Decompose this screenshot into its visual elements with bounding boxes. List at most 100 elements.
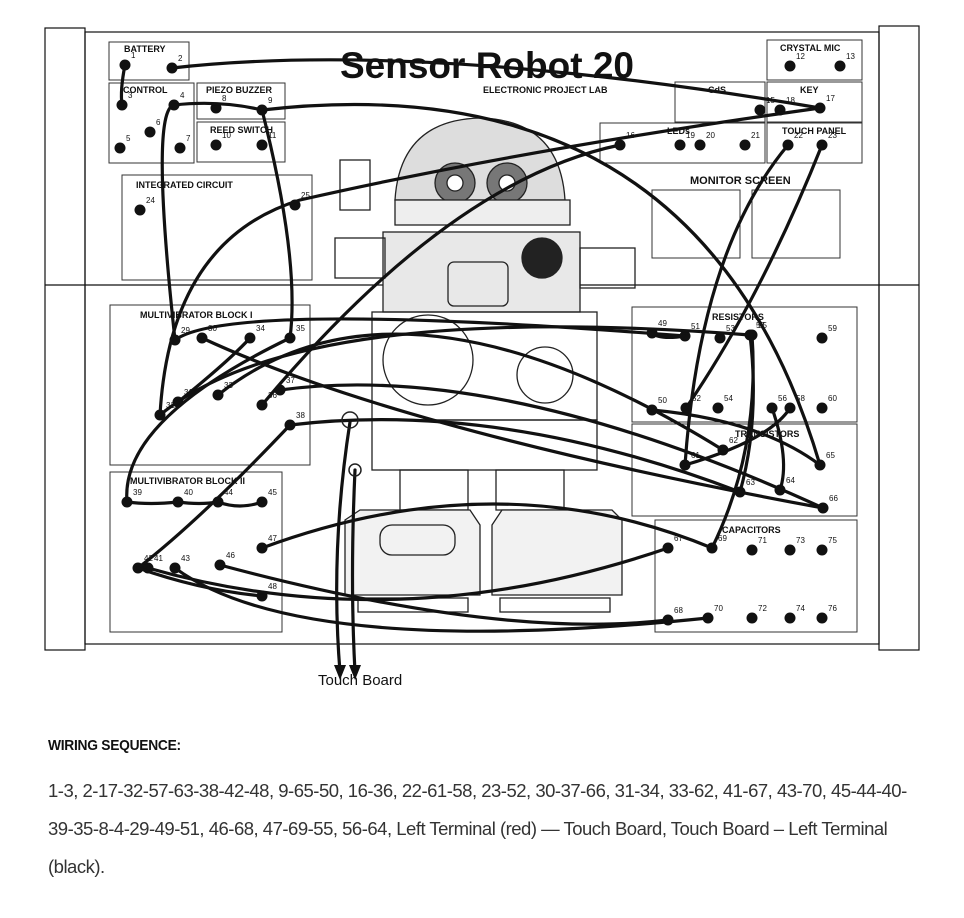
terminal-12 <box>784 60 796 72</box>
terminal-number-43: 43 <box>181 554 190 563</box>
robot-illustration <box>334 117 636 613</box>
wire <box>260 333 755 551</box>
terminal-number-67: 67 <box>674 534 683 543</box>
terminal-10 <box>210 139 222 151</box>
terminal-number-60: 60 <box>828 394 837 403</box>
terminal-5 <box>114 142 126 154</box>
terminal-15 <box>754 104 766 116</box>
wire <box>260 143 622 407</box>
piezo-label: PIEZO BUZZER <box>206 85 273 95</box>
terminal-number-64: 64 <box>786 476 795 485</box>
terminal-number-38: 38 <box>296 411 305 420</box>
terminal-number-71: 71 <box>758 536 767 545</box>
terminal-number-9: 9 <box>268 96 273 105</box>
terminal-13 <box>834 60 846 72</box>
wire <box>173 566 710 633</box>
touch-board-arrows <box>334 665 361 680</box>
wire <box>218 563 670 626</box>
wire <box>216 332 725 452</box>
wire <box>350 468 357 674</box>
terminal-number-13: 13 <box>846 52 855 61</box>
terminal-number-21: 21 <box>751 131 760 140</box>
terminal-number-48: 48 <box>268 582 277 591</box>
socket <box>348 463 362 477</box>
terminal-number-45: 45 <box>268 488 277 497</box>
terminal-number-47: 47 <box>268 534 277 543</box>
terminal-number-56: 56 <box>778 394 787 403</box>
terminal-number-1: 1 <box>131 51 136 60</box>
terminal-number-36: 36 <box>268 391 277 400</box>
arrow-head <box>349 665 361 680</box>
wire <box>770 406 786 492</box>
terminal-72 <box>746 612 758 624</box>
terminal-number-53: 53 <box>726 324 735 333</box>
terminal-number-6: 6 <box>156 118 161 127</box>
terminal-number-62: 62 <box>729 436 738 445</box>
terminal-76 <box>816 612 828 624</box>
terminal-number-2: 2 <box>178 54 183 63</box>
terminal-number-4: 4 <box>180 91 185 100</box>
terminal-number-11: 11 <box>268 131 277 140</box>
terminal-number-41: 41 <box>154 554 163 563</box>
terminal-71 <box>746 544 758 556</box>
terminal-number-20: 20 <box>706 131 715 140</box>
terminal-number-37: 37 <box>286 376 295 385</box>
terminal-number-58: 58 <box>796 394 805 403</box>
leds-label: LEDs <box>667 126 690 136</box>
terminal-number-22: 22 <box>794 131 803 140</box>
terminal-number-39: 39 <box>133 488 142 497</box>
terminal-73 <box>784 544 796 556</box>
resistors-label: RESISTORS <box>712 312 764 322</box>
terminal-number-18: 18 <box>786 96 795 105</box>
mv2-label: MULTIVIBRATOR BLOCK II <box>130 476 245 486</box>
terminal-number-19: 19 <box>686 131 695 140</box>
terminal-number-25: 25 <box>301 191 310 200</box>
touch-board-sockets <box>341 411 362 477</box>
terminal-number-7: 7 <box>186 134 191 143</box>
terminal-number-69: 69 <box>718 534 727 543</box>
terminal-74 <box>784 612 796 624</box>
touch-panel-label: TOUCH PANEL <box>782 126 847 136</box>
terminal-number-3: 3 <box>128 91 133 100</box>
terminal-number-17: 17 <box>826 94 835 103</box>
terminal-number-49: 49 <box>658 319 667 328</box>
reed-label: REED SWITCH <box>210 125 273 135</box>
terminal-number-76: 76 <box>828 604 837 613</box>
terminal-number-35: 35 <box>296 324 305 333</box>
terminal-number-72: 72 <box>758 604 767 613</box>
terminal-20 <box>694 139 706 151</box>
wire <box>683 143 790 467</box>
crystal-mic-label: CRYSTAL MIC <box>780 43 841 53</box>
wire <box>136 423 292 570</box>
wire <box>260 102 822 467</box>
key-label: KEY <box>800 85 819 95</box>
terminal-number-24: 24 <box>146 196 155 205</box>
terminal-number-10: 10 <box>222 131 231 140</box>
terminal-24 <box>134 204 146 216</box>
terminal-number-66: 66 <box>829 494 838 503</box>
terminal-6 <box>144 126 156 138</box>
terminal-number-8: 8 <box>222 94 227 103</box>
control-label: CONTROL <box>123 85 168 95</box>
wire <box>136 566 264 598</box>
wire <box>200 336 825 510</box>
wire <box>335 420 352 674</box>
touch-board-label: Touch Board <box>318 672 403 689</box>
terminal-number-70: 70 <box>714 604 723 613</box>
terminal-number-74: 74 <box>796 604 805 613</box>
wire <box>278 383 825 510</box>
terminal-54 <box>712 402 724 414</box>
wire <box>158 106 822 417</box>
subtitle: ELECTRONIC PROJECT LAB <box>483 85 608 95</box>
monitor-label: MONITOR SCREEN <box>690 175 791 187</box>
terminal-21 <box>739 139 751 151</box>
wire <box>170 58 822 110</box>
transistors-label: TRANSISTORS <box>735 429 799 439</box>
terminal-number-59: 59 <box>828 324 837 333</box>
terminal-number-29: 29 <box>181 326 190 335</box>
terminal-60 <box>816 402 828 414</box>
terminal-11 <box>256 139 268 151</box>
wire <box>146 546 670 602</box>
capacitors-label: CAPACITORS <box>722 525 781 535</box>
terminal-number-12: 12 <box>796 52 805 61</box>
